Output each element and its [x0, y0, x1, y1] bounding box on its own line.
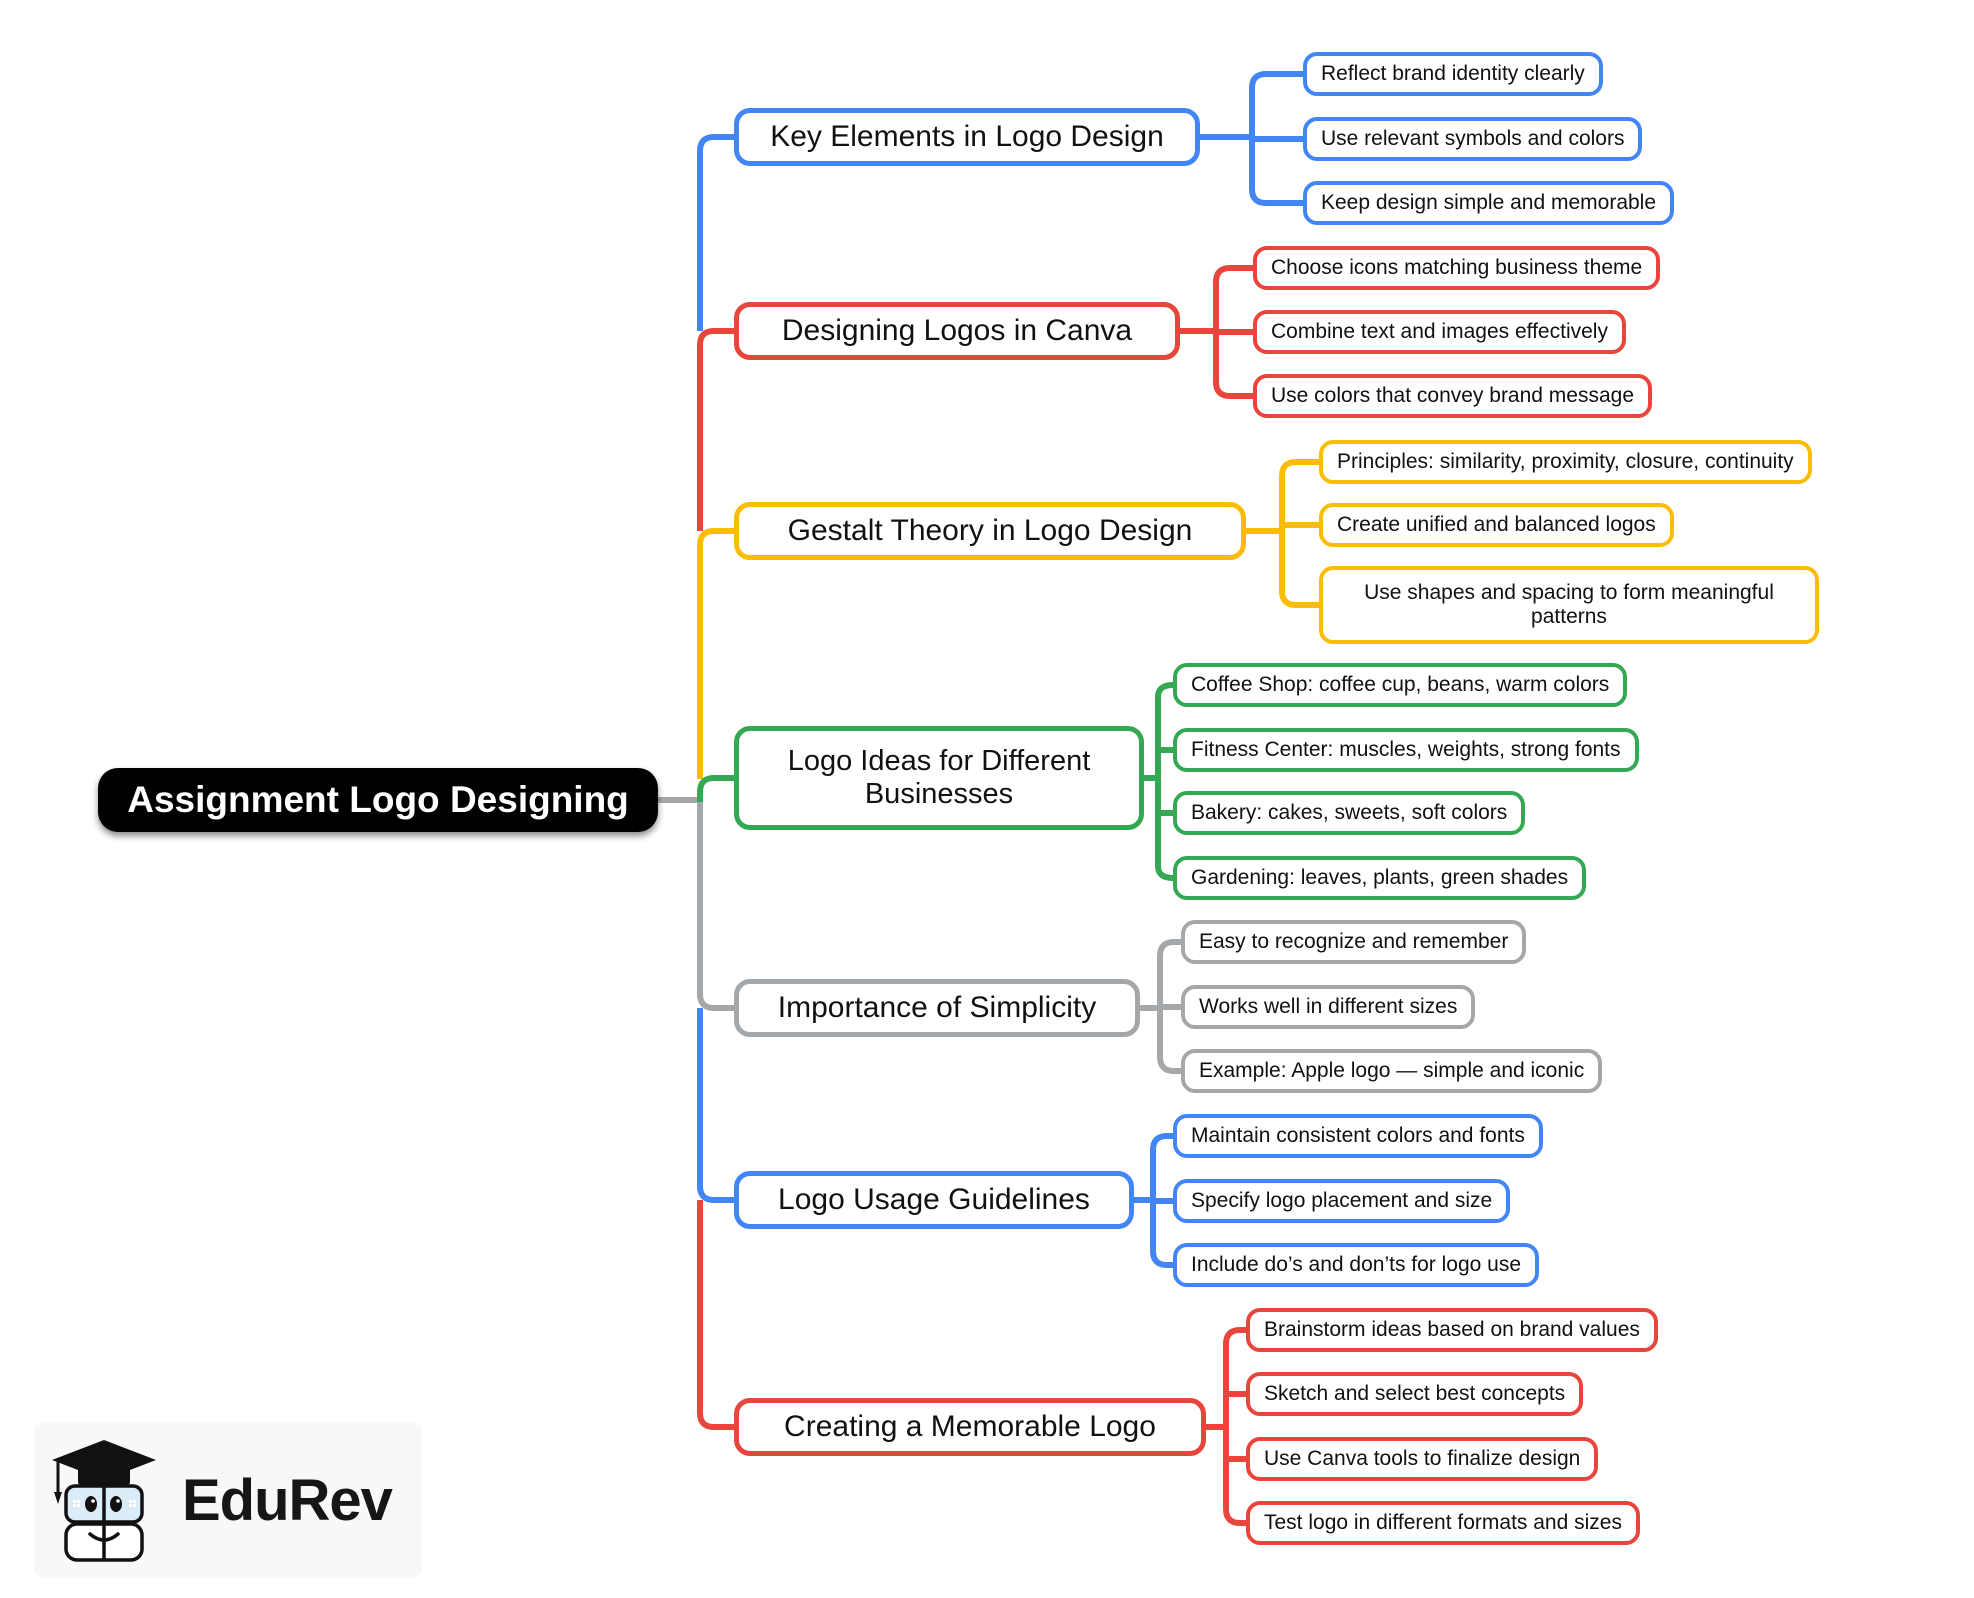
child-node: Fitness Center: muscles, weights, strong…: [1173, 728, 1639, 772]
child-node: Use shapes and spacing to form meaningfu…: [1319, 566, 1819, 644]
child-node: Include do’s and don’ts for logo use: [1173, 1243, 1540, 1287]
edurev-logo: EduRev: [34, 1422, 422, 1578]
child-node: Maintain consistent colors and fonts: [1173, 1114, 1543, 1158]
trunk-gray-line: [697, 800, 734, 1011]
root-node: Assignment Logo Designing: [98, 768, 658, 832]
child-node: Use Canva tools to finalize design: [1246, 1437, 1599, 1481]
child-node: Test logo in different formats and sizes: [1246, 1501, 1640, 1545]
trunk-blue-line: [697, 134, 734, 331]
branch-designing-canva: Designing Logos in Canva: [734, 302, 1180, 360]
edurev-mascot-icon: [52, 1440, 156, 1562]
branch-gestalt-theory: Gestalt Theory in Logo Design: [734, 502, 1246, 560]
child-node: Easy to recognize and remember: [1181, 920, 1527, 964]
child-node: Brainstorm ideas based on brand values: [1246, 1308, 1658, 1352]
branch-memorable-logo: Creating a Memorable Logo: [734, 1398, 1206, 1456]
g4-rail-line: [1155, 682, 1174, 881]
branch-key-elements: Key Elements in Logo Design: [734, 108, 1200, 166]
child-node: Bakery: cakes, sweets, soft colors: [1173, 791, 1526, 835]
g7-rail-line: [1223, 1327, 1246, 1526]
trunk-red-line: [697, 328, 734, 531]
branch-usage-guidelines: Logo Usage Guidelines: [734, 1171, 1134, 1229]
child-node: Gardening: leaves, plants, green shades: [1173, 856, 1587, 900]
trunk-green-line: [697, 775, 734, 802]
child-node: Use relevant symbols and colors: [1303, 117, 1643, 161]
child-node: Coffee Shop: coffee cup, beans, warm col…: [1173, 663, 1628, 707]
child-node: Works well in different sizes: [1181, 985, 1476, 1029]
child-node: Sketch and select best concepts: [1246, 1372, 1584, 1416]
child-node: Keep design simple and memorable: [1303, 181, 1675, 225]
g3-rail-line: [1279, 459, 1319, 608]
branch-logo-ideas: Logo Ideas for Different Businesses: [734, 726, 1144, 830]
child-node: Combine text and images effectively: [1253, 310, 1626, 354]
edurev-wordmark: EduRev: [182, 1467, 393, 1533]
child-node: Reflect brand identity clearly: [1303, 52, 1603, 96]
child-node: Create unified and balanced logos: [1319, 503, 1674, 547]
trunk-yellow-line: [697, 528, 734, 779]
child-node: Specify logo placement and size: [1173, 1179, 1511, 1223]
child-node: Example: Apple logo — simple and iconic: [1181, 1049, 1603, 1093]
trunk-blue2-line: [697, 1008, 734, 1203]
child-node: Use colors that convey brand message: [1253, 374, 1653, 418]
branch-importance-simplicity: Importance of Simplicity: [734, 979, 1140, 1037]
child-node: Choose icons matching business theme: [1253, 246, 1661, 290]
child-node: Principles: similarity, proximity, closu…: [1319, 440, 1812, 484]
trunk-red2-line: [697, 1200, 734, 1430]
